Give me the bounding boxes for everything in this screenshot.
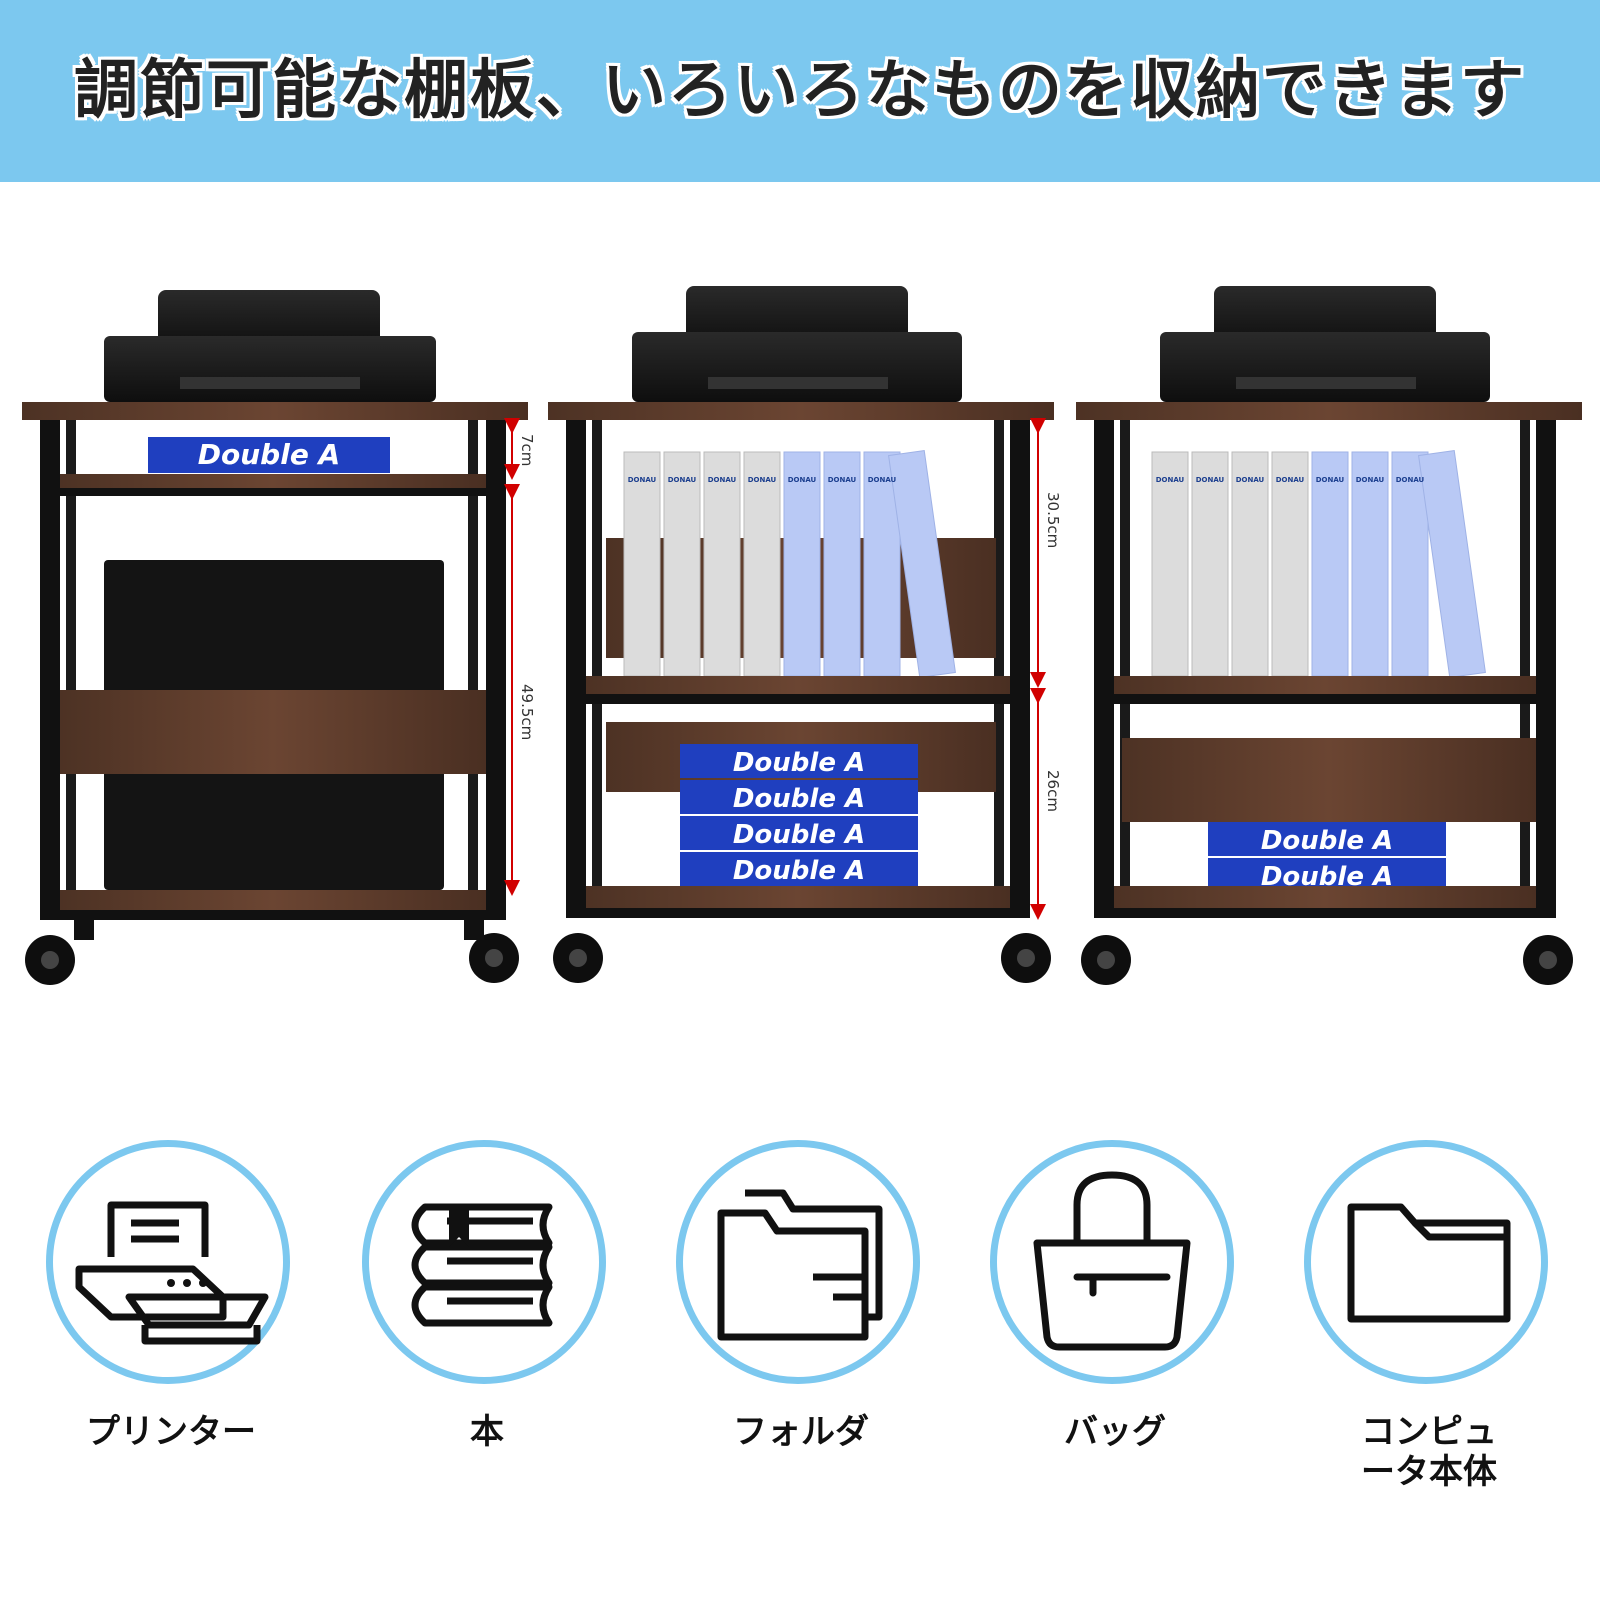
computer-case-icon: [1304, 1140, 1548, 1384]
dimension-label: 26cm: [1044, 770, 1062, 812]
printer: [104, 290, 436, 402]
binder-label: DONAU: [868, 476, 897, 484]
caster-wheels: [25, 920, 519, 985]
top-shelf: [548, 402, 1054, 420]
category-label: プリンター: [86, 1412, 256, 1452]
product-scene: Double A 7cm 49.5cm: [0, 182, 1600, 1082]
binder-label: DONAU: [1236, 476, 1265, 484]
paper-box-stack: Double A Double A Double A Double A: [680, 744, 918, 886]
shelf-unit-2: DONAU DONAU DONAU DONAU DONAU DONAU DONA…: [548, 286, 1062, 983]
book-icon: [362, 1140, 606, 1384]
wood-panel: [60, 690, 486, 774]
category-folder: フォルダ: [666, 1140, 936, 1520]
binder-label: DONAU: [1356, 476, 1385, 484]
binder-row: DONAU DONAU DONAU DONAU DONAU DONAU DONA…: [623, 450, 956, 678]
binder-label: DONAU: [828, 476, 857, 484]
top-shelf: [22, 402, 528, 420]
binder-label: DONAU: [1316, 476, 1345, 484]
wood-panel: [1122, 738, 1536, 822]
binder-label: DONAU: [1196, 476, 1225, 484]
binder-label: DONAU: [668, 476, 697, 484]
shelf-unit-3: DONAU DONAU DONAU DONAU DONAU DONAU DONA…: [1076, 286, 1582, 985]
category-label: フォルダ: [733, 1412, 869, 1452]
binder-label: DONAU: [788, 476, 817, 484]
binder-label: DONAU: [1156, 476, 1185, 484]
dimension-label: 7cm: [518, 434, 536, 466]
category-icons: プリンター 本: [0, 1140, 1600, 1520]
top-shelf: [1076, 402, 1582, 420]
printer-icon: [46, 1140, 290, 1384]
binder-label: DONAU: [1396, 476, 1425, 484]
caster-wheels: [553, 933, 1051, 983]
box-label: Double A: [733, 748, 865, 778]
binder-label: DONAU: [708, 476, 737, 484]
shelf-illustration: Double A 7cm 49.5cm: [22, 286, 1582, 985]
box-label: Double A: [733, 820, 865, 850]
binder-label: DONAU: [1276, 476, 1305, 484]
shelf-unit-1: Double A 7cm 49.5cm: [22, 290, 536, 985]
paper-box: [148, 437, 390, 473]
dimension-label: 49.5cm: [518, 684, 536, 740]
binder-label: DONAU: [628, 476, 657, 484]
category-label: バッグ: [1064, 1412, 1166, 1452]
dimension-label: 30.5cm: [1044, 492, 1062, 548]
category-computer: コンピュ ータ本体: [1294, 1140, 1564, 1520]
category-label: コンピュ ータ本体: [1361, 1412, 1497, 1492]
category-book: 本: [352, 1140, 622, 1520]
box-label: Double A: [198, 438, 340, 471]
caster-wheels: [1081, 935, 1573, 985]
box-label: Double A: [733, 856, 865, 886]
folder-icon: [676, 1140, 920, 1384]
binder-row: DONAU DONAU DONAU DONAU DONAU DONAU DONA…: [1151, 450, 1486, 678]
category-printer: プリンター: [36, 1140, 306, 1520]
bag-icon: [990, 1140, 1234, 1384]
banner-title: 調節可能な棚板、いろいろなものを収納できます: [74, 54, 1526, 128]
binder-label: DONAU: [748, 476, 777, 484]
printer: [1160, 286, 1490, 402]
box-label: Double A: [733, 784, 865, 814]
header-banner: [0, 0, 1600, 182]
category-label: 本: [470, 1412, 504, 1452]
category-bag: バッグ: [980, 1140, 1250, 1520]
box-label: Double A: [1261, 826, 1393, 856]
printer: [632, 286, 962, 402]
paper-box-stack: Double A Double A: [1208, 822, 1446, 892]
